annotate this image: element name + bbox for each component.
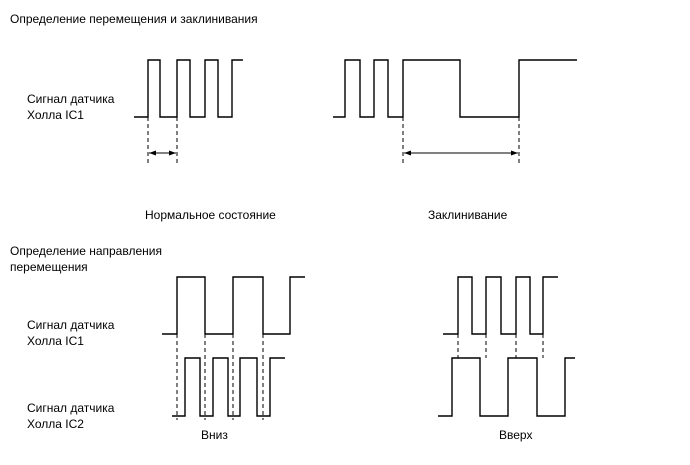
down-caption: Вниз [201, 428, 228, 442]
section1-signal-label-line2: Холла IC1 [27, 108, 84, 122]
section2-ic1-label-line1: Сигнал датчика [27, 318, 115, 332]
normal-ic1-waveform [134, 59, 243, 118]
jam-caption: Заклинивание [428, 208, 508, 222]
section2-ic2-label-line1: Сигнал датчика [27, 401, 115, 415]
jam-ic1-waveform [333, 59, 577, 118]
down-ic2-waveform [172, 357, 285, 417]
normal-state-caption: Нормальное состояние [145, 208, 276, 222]
section2-ic2-label-line2: Холла IC2 [27, 417, 84, 431]
section2-title-line2: перемещения [10, 260, 88, 274]
section2-ic1-label-line2: Холла IC1 [27, 334, 84, 348]
down-ic1-waveform [162, 276, 305, 335]
section1-signal-label-line1: Сигнал датчика [27, 92, 115, 106]
section2-title-line1: Определение направления [10, 244, 162, 258]
up-caption: Вверх [499, 428, 533, 442]
up-ic2-waveform [438, 357, 575, 417]
section1-title: Определение перемещения и заклинивания [10, 12, 258, 26]
up-ic1-waveform [443, 276, 558, 335]
